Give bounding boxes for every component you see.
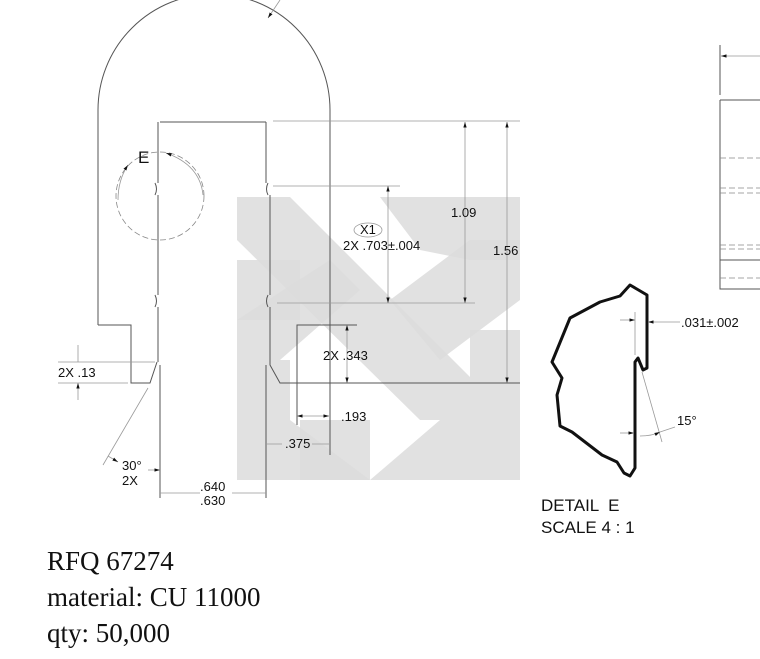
dim-chamfer-height: 2X .13 [58,365,96,380]
dim-angle: 30° [122,458,142,473]
detail-angle: 15° [677,413,697,428]
material-note: material: CU 11000 [47,582,261,612]
dim-width-max: .640 [200,479,225,494]
detail-e-view [550,283,680,478]
detail-arrow-icon [117,164,129,201]
dim-343: 2X .343 [323,348,368,363]
dim-1-56: 1.56 [493,243,518,258]
part-outline [97,0,520,498]
dim-193: .193 [341,409,366,424]
detail-thickness: .031±.002 [681,315,739,330]
detail-callout-label: E [138,148,149,167]
dim-375: .375 [285,436,310,451]
dim-slot-width: 2X .703±.004 [343,238,420,253]
detail-circle [115,151,205,241]
dim-angle-qty: 2X [122,473,138,488]
watermark-logo [237,197,520,480]
x1-tag: X1 [360,222,376,237]
rfq-notes: RFQ 67274 material: CU 11000 qty: 50,000 [47,543,260,651]
x1-tag-ellipse [353,222,383,238]
dim-width-min: .630 [200,493,225,508]
dimension-lines [58,122,509,494]
dim-1-09: 1.09 [451,205,476,220]
detail-arrow-icon [165,152,204,196]
detail-title: DETAIL E [541,496,619,515]
quantity-note: qty: 50,000 [47,618,171,648]
side-view-partial [719,45,760,290]
detail-scale: SCALE 4 : 1 [541,518,635,537]
rfq-number: RFQ 67274 [47,546,174,576]
